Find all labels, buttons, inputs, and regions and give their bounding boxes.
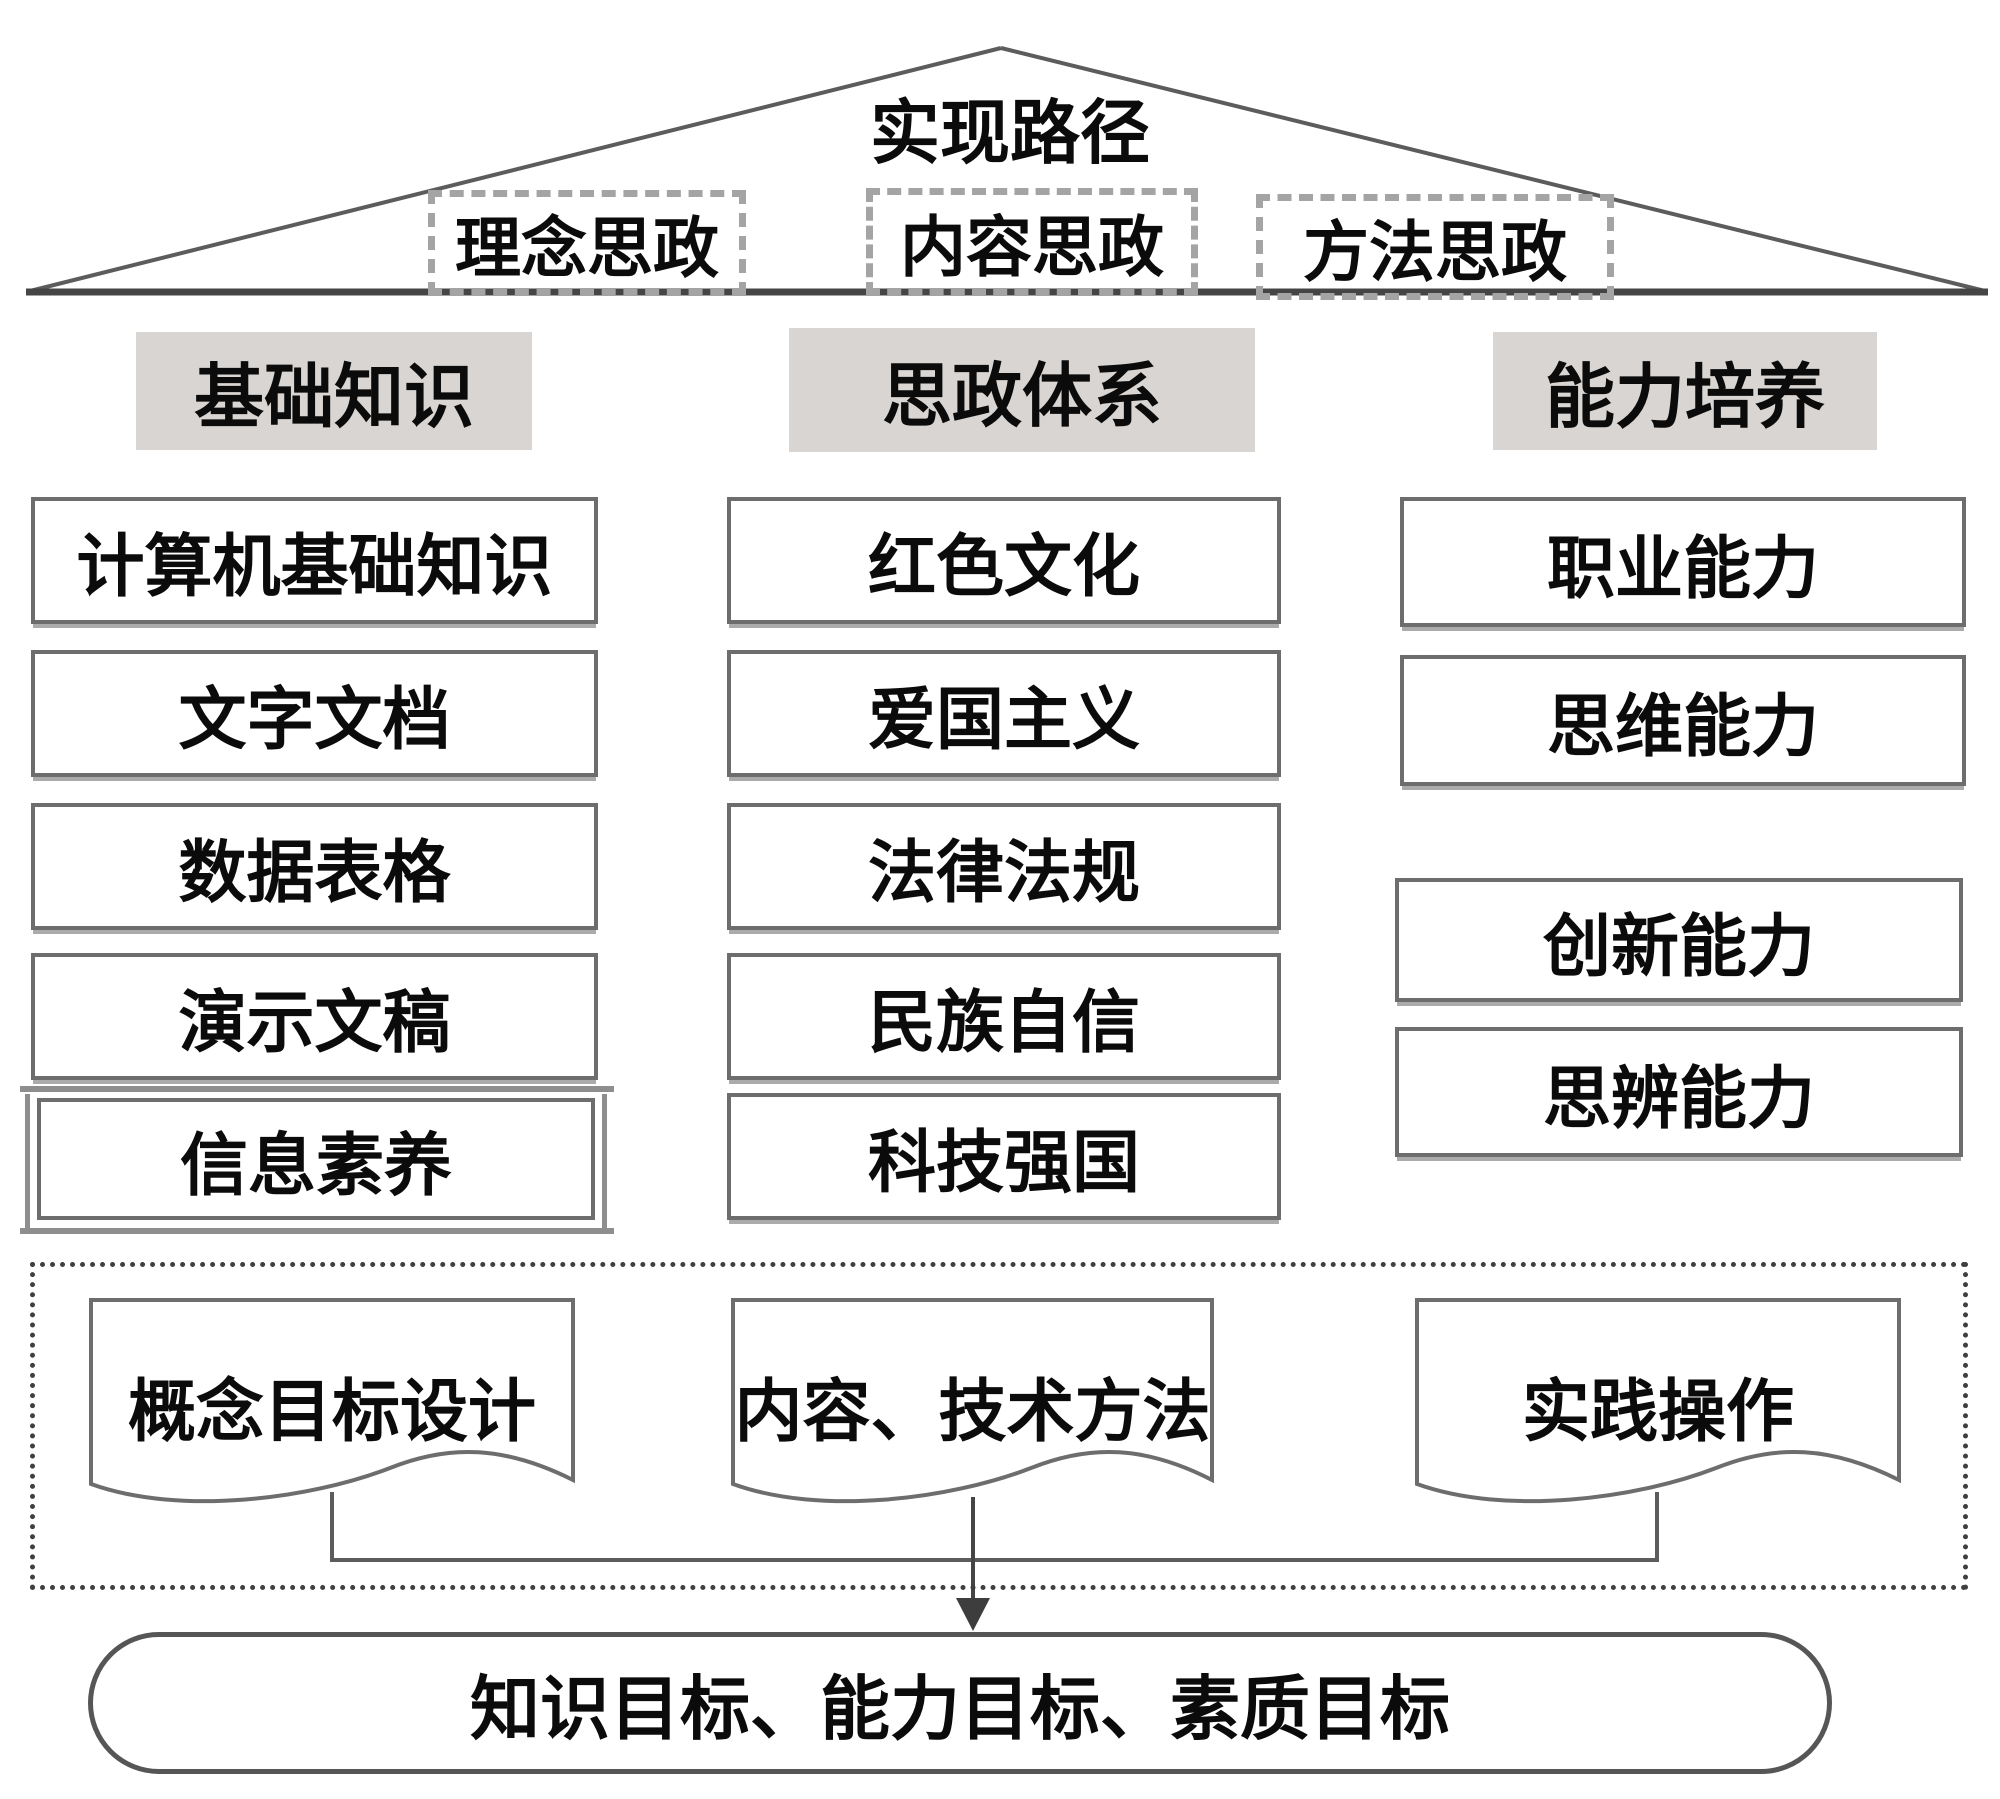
strategy-label-content: 内容思政 (900, 210, 1164, 284)
basic-knowledge-item-spreadsheets: 数据表格 (31, 803, 598, 930)
ability-item-critical-thinking: 思辨能力 (1395, 1027, 1963, 1157)
goal-label: 知识目标、能力目标、素质目标 (470, 1669, 1450, 1748)
document-label-concept-design: 概念目标设计 (127, 1373, 536, 1450)
plaque-top-line (20, 1086, 614, 1092)
ideology-item-red-culture: 红色文化 (727, 497, 1281, 624)
column-header-basic-knowledge: 基础知识 (136, 332, 532, 450)
ideology-item-tech-power: 科技强国 (727, 1093, 1281, 1220)
strategy-box-method: 方法思政 (1256, 194, 1614, 300)
strategy-box-content: 内容思政 (866, 188, 1198, 296)
roof-left-edge (29, 46, 1002, 293)
column-header-ability-training: 能力培养 (1493, 332, 1877, 450)
goal-banner: 知识目标、能力目标、素质目标 (88, 1632, 1832, 1774)
ability-item-thinking: 思维能力 (1400, 655, 1966, 786)
plaque-bottom-line (20, 1228, 614, 1234)
document-label-content-methods: 内容、技术方法 (734, 1373, 1211, 1450)
document-shape-concept-design (89, 1298, 575, 1504)
basic-knowledge-item-computer-basics: 计算机基础知识 (31, 497, 598, 624)
basic-knowledge-item-word-documents: 文字文档 (31, 650, 598, 777)
strategy-label-method: 方法思政 (1303, 215, 1567, 289)
process-dotted-container (30, 1262, 1968, 1590)
strategy-label-concept: 理念思政 (455, 211, 719, 285)
basic-knowledge-item-information-literacy: 信息素养 (37, 1098, 595, 1220)
ideology-item-laws-regulations: 法律法规 (727, 803, 1281, 930)
document-shape-content-methods (731, 1298, 1214, 1504)
basic-knowledge-item-presentations: 演示文稿 (31, 953, 598, 1080)
document-label-practice: 实践操作 (1521, 1373, 1794, 1450)
merge-connector-line (330, 1492, 1659, 1562)
plaque-left-line (25, 1094, 30, 1234)
plaque-right-line (602, 1094, 607, 1234)
ability-item-professional: 职业能力 (1400, 497, 1966, 627)
ideology-item-national-confidence: 民族自信 (727, 953, 1281, 1080)
document-shape-practice (1415, 1298, 1901, 1504)
ability-item-innovation: 创新能力 (1395, 878, 1963, 1002)
roof-title: 实现路径 (870, 93, 1150, 172)
roof-right-edge (1000, 46, 1986, 293)
ideology-item-patriotism: 爱国主义 (727, 650, 1281, 777)
column-header-ideology-system: 思政体系 (789, 328, 1255, 452)
arrow-head-icon (956, 1598, 990, 1631)
strategy-box-concept: 理念思政 (428, 190, 746, 296)
